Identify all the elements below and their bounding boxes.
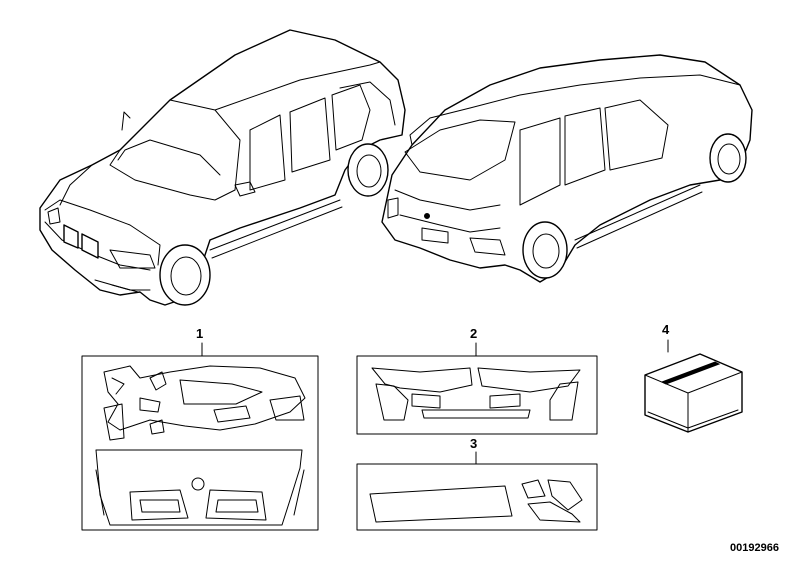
- car-front-view: [39, 29, 406, 306]
- part-2-sheet: [356, 355, 598, 435]
- part-1-group: 1: [81, 326, 319, 531]
- doc-number: 00192966: [730, 542, 779, 554]
- part-3-group: 3: [356, 436, 598, 531]
- part-4-box: [644, 353, 743, 433]
- part-1-sheet: [81, 355, 319, 531]
- callout-2: 2: [470, 326, 477, 341]
- part-3-sheet: [356, 463, 598, 531]
- callout-4: 4: [662, 322, 670, 337]
- callout-3: 3: [470, 436, 477, 451]
- part-4-group: 4: [644, 322, 743, 433]
- part-2-group: 2: [356, 326, 598, 435]
- callout-1: 1: [196, 326, 203, 341]
- car-rear-view: [381, 54, 753, 283]
